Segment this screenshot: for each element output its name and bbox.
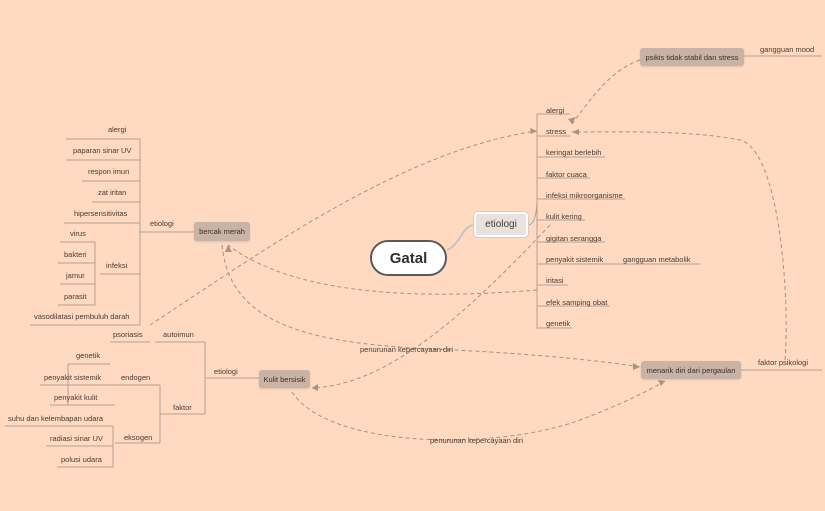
right-item-infeksi[interactable]: infeksi mikroorganisme <box>546 191 623 200</box>
bercak-etiologi-label[interactable]: etiologi <box>150 219 174 228</box>
gangguan-mood[interactable]: gangguan mood <box>760 45 815 54</box>
infeksi-virus[interactable]: virus <box>70 229 86 238</box>
right-item-keringat[interactable]: keringat berlebih <box>546 148 602 157</box>
right-item-iritasi[interactable]: iritasi <box>546 276 564 285</box>
psoriasis-label[interactable]: psoriasis <box>113 330 143 339</box>
infeksi-parasit[interactable]: parasit <box>64 292 87 301</box>
psikis-node[interactable]: psikis tidak stabil dan stress <box>640 48 744 66</box>
gangguan-metabolik[interactable]: gangguan metabolik <box>623 255 691 264</box>
central-topic-gatal[interactable]: Gatal <box>370 240 447 276</box>
right-item-alergi[interactable]: alergi <box>546 106 565 115</box>
penurunan-label-1: penurunan kepercayaan diri <box>360 345 453 354</box>
left-item-zat[interactable]: zat iritan <box>98 188 127 197</box>
left-item-hiper[interactable]: hipersensitivitas <box>74 209 128 218</box>
vasodilatasi[interactable]: vasodilatasi pembuluh darah <box>34 312 130 321</box>
faktor-label[interactable]: faktor <box>173 403 192 412</box>
right-item-stress[interactable]: stress <box>546 127 567 136</box>
right-item-efek-samping[interactable]: efek samping obat <box>546 298 608 307</box>
autoimun-label[interactable]: autoimun <box>163 330 194 339</box>
right-item-gigitan[interactable]: gigitan serangga <box>546 234 602 243</box>
infeksi-bakteri[interactable]: bakteri <box>64 250 87 259</box>
endogen-genetik[interactable]: genetik <box>76 351 101 360</box>
left-item-paparan[interactable]: paparan sinar UV <box>73 146 132 155</box>
penurunan-label-2: penurunan kepercayaan diri <box>430 436 523 445</box>
right-item-genetik[interactable]: genetik <box>546 319 571 328</box>
infeksi-jamur[interactable]: jamur <box>66 271 85 280</box>
endogen-label[interactable]: endogen <box>121 373 151 382</box>
right-item-kulit-kering[interactable]: kulit kering <box>546 212 582 221</box>
eksogen-label[interactable]: eksogen <box>124 433 153 442</box>
infeksi-label[interactable]: infeksi <box>106 261 128 270</box>
eksogen-polusi[interactable]: polusi udara <box>61 455 102 464</box>
left-item-respon[interactable]: respon imun <box>88 167 130 176</box>
left-item-alergi[interactable]: alergi <box>108 125 127 134</box>
menarik-diri-node[interactable]: menarik diri dari pergaulan <box>641 361 741 379</box>
faktor-psikologi[interactable]: faktor psikologi <box>758 358 809 367</box>
eksogen-radiasi[interactable]: radiasi sinar UV <box>50 434 103 443</box>
etiologi-main-node[interactable]: etiologi <box>474 212 528 237</box>
kulit-bersisik-node[interactable]: Kulit bersisik <box>259 370 310 388</box>
bercak-merah-node[interactable]: bercak merah <box>194 222 250 241</box>
right-item-cuaca[interactable]: faktor cuaca <box>546 170 587 179</box>
right-item-penyakit-sistemik[interactable]: penyakit sistemik <box>546 255 604 264</box>
eksogen-suhu[interactable]: suhu dan kelembapan udara <box>8 414 104 423</box>
endogen-penyakit-kulit[interactable]: penyakit kulit <box>54 393 98 402</box>
endogen-penyakit-sistemik[interactable]: penyakit sistemik <box>44 373 102 382</box>
kulit-etiologi-label[interactable]: etiologi <box>214 367 238 376</box>
